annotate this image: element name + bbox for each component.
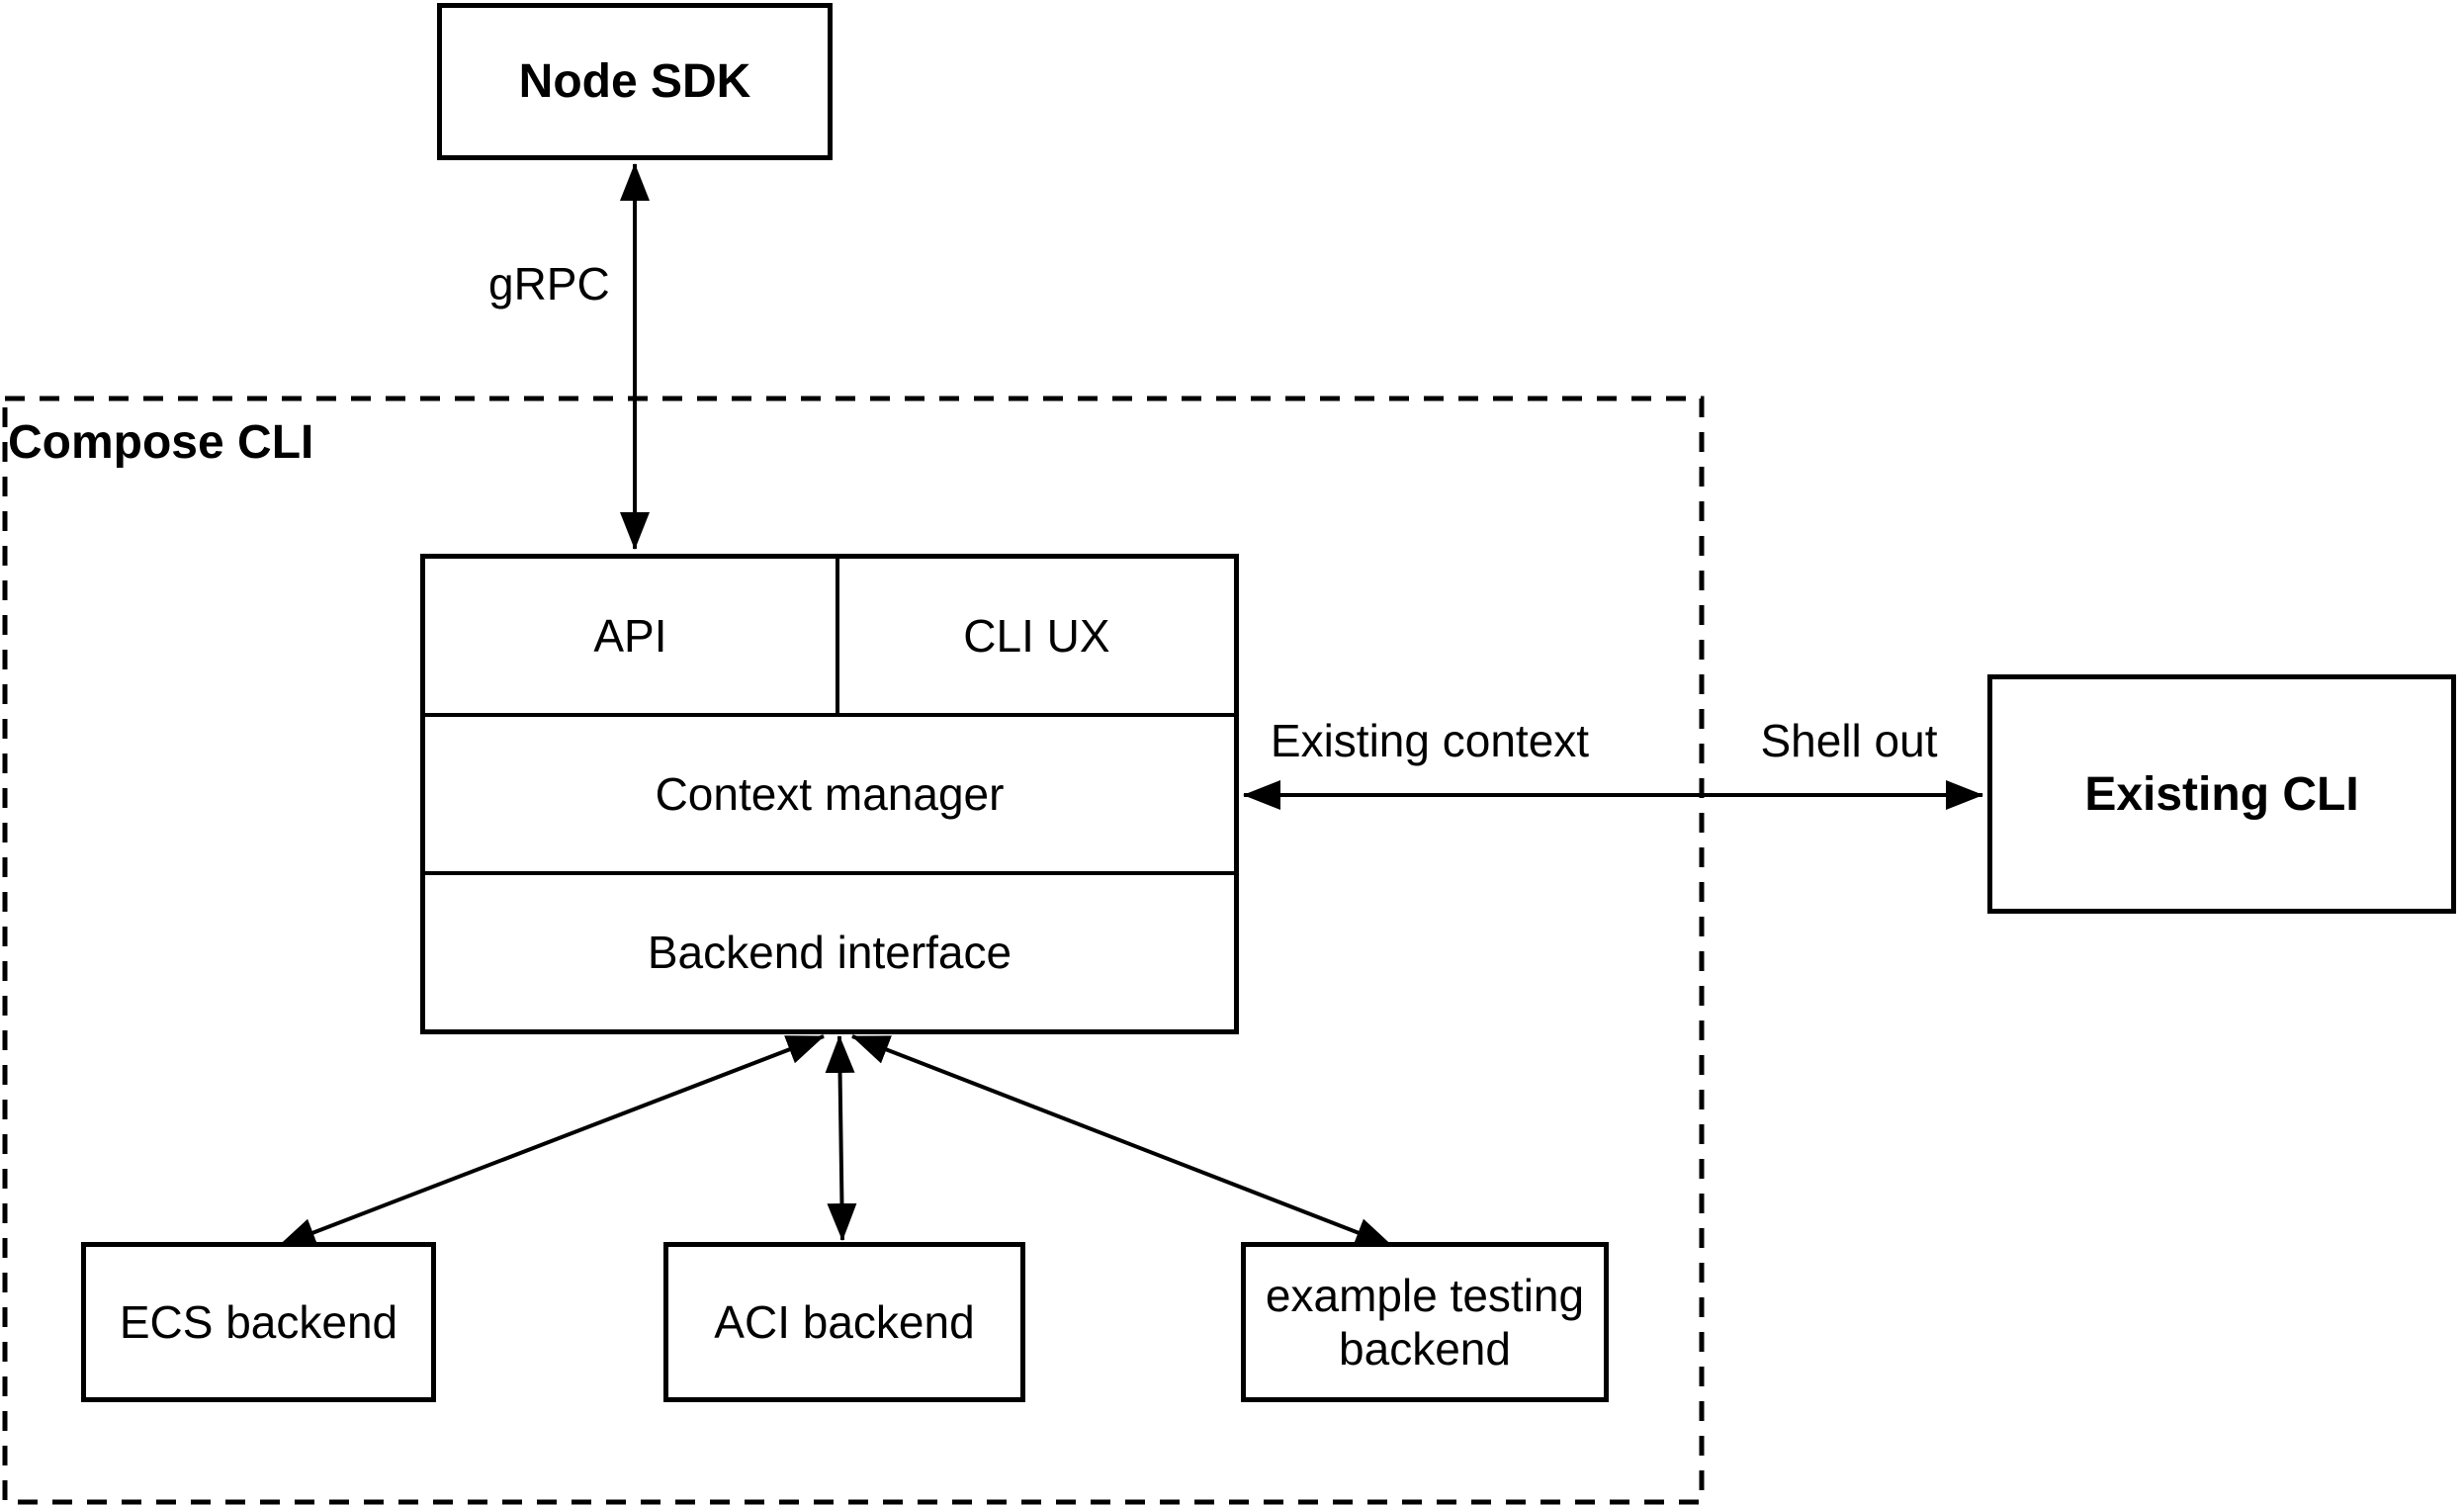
node-api: API: [425, 559, 839, 713]
context-manager-label: Context manager: [655, 768, 1005, 820]
existing-cli-label: Existing CLI: [2084, 767, 2359, 821]
node-ecs-backend: ECS backend: [81, 1242, 436, 1402]
top-row: API CLI UX: [425, 559, 1234, 713]
compose-cli-container: [2, 396, 1705, 1505]
node-existing-cli: Existing CLI: [1987, 674, 2456, 914]
backend-interface-label: Backend interface: [647, 927, 1012, 978]
shell-out-edge-label: Shell out: [1760, 715, 1938, 766]
grpc-edge-label: gRPC: [488, 258, 610, 310]
ecs-backend-label: ECS backend: [119, 1296, 398, 1348]
node-node-sdk: Node SDK: [437, 3, 833, 160]
node-cli-ux: CLI UX: [839, 559, 1234, 713]
node-context-manager: Context manager: [425, 713, 1234, 871]
existing-context-edge-label: Existing context: [1270, 715, 1590, 766]
node-aci-backend: ACI backend: [663, 1242, 1025, 1402]
aci-backend-label: ACI backend: [714, 1296, 975, 1348]
cli-ux-label: CLI UX: [963, 610, 1110, 662]
node-example-testing-backend: example testing backend: [1241, 1242, 1609, 1402]
edge-backend-ecs-line: [278, 1034, 825, 1248]
api-label: API: [593, 610, 667, 662]
node-sdk-label: Node SDK: [518, 55, 751, 108]
example-testing-backend-label: example testing backend: [1265, 1269, 1585, 1374]
edge-backend-aci-line: [825, 1035, 857, 1241]
compose-cli-core-stack: API CLI UX Context manager Backend inter…: [420, 554, 1239, 1034]
edge-backend-example-line: [851, 1034, 1393, 1248]
compose-cli-container-label: Compose CLI: [8, 416, 314, 469]
node-backend-interface: Backend interface: [425, 871, 1234, 1029]
